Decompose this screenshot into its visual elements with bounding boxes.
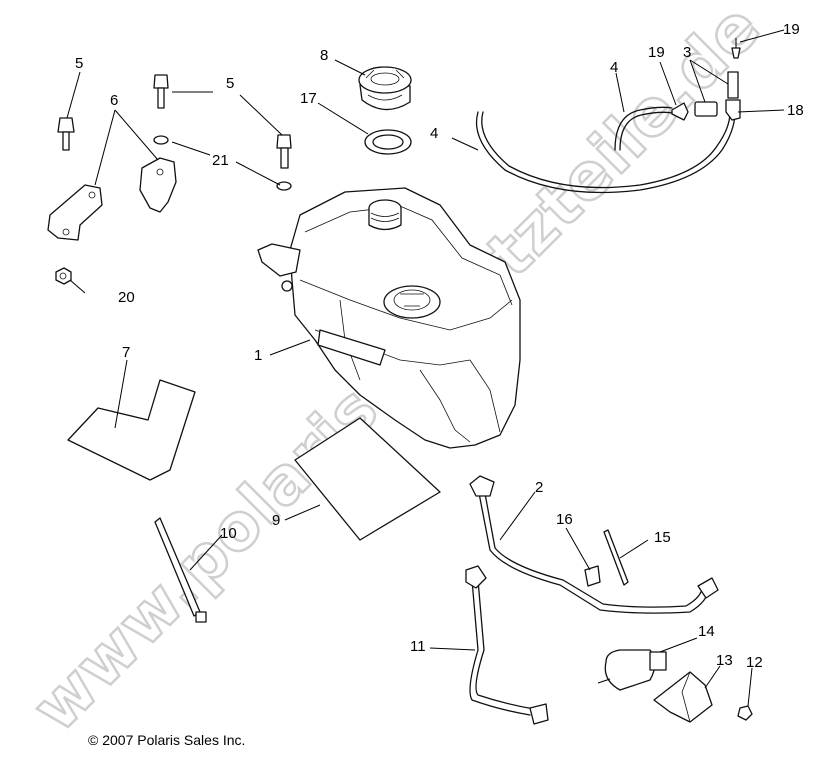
callout-4-hose: 4 (430, 125, 438, 142)
hose-clamp (584, 565, 601, 587)
callout-2: 2 (535, 479, 543, 496)
callout-19-right: 19 (783, 21, 800, 38)
fuel-cap (358, 66, 412, 111)
bolt-right (276, 134, 292, 169)
callout-6: 6 (110, 92, 118, 109)
washers (153, 135, 292, 191)
mount-bracket-left (47, 184, 103, 241)
callout-14: 14 (698, 623, 715, 640)
cable-tie (154, 517, 207, 623)
fuel-filter (597, 649, 667, 691)
cap-gasket (364, 129, 412, 155)
mount-bracket-right (139, 157, 177, 213)
callout-18: 18 (787, 102, 804, 119)
callout-5-right: 5 (226, 75, 234, 92)
tank-pad (294, 417, 441, 541)
vent-fittings (671, 38, 741, 121)
callout-11: 11 (410, 638, 426, 655)
bolt-left (57, 117, 75, 151)
fuel-tank (257, 187, 521, 449)
fuel-line-lower (465, 565, 549, 725)
callout-15: 15 (654, 529, 671, 546)
callout-5-left: 5 (75, 55, 83, 72)
fuel-line-upper (469, 475, 719, 614)
callout-1: 1 (254, 347, 262, 364)
callout-13: 13 (716, 652, 733, 669)
nut (55, 267, 72, 285)
callout-7: 7 (122, 344, 130, 361)
bolt-top (153, 74, 169, 109)
vent-hose (475, 106, 736, 194)
callout-17: 17 (300, 90, 317, 107)
callout-labels: 1 2 3 4 4 5 5 6 7 8 9 10 11 12 13 14 15 … (75, 21, 804, 671)
copyright-notice: © 2007 Polaris Sales Inc. (88, 732, 246, 748)
callout-8: 8 (320, 47, 328, 64)
callout-20: 20 (118, 289, 135, 306)
callout-4-vent: 4 (610, 59, 618, 76)
callout-16: 16 (556, 511, 573, 528)
callout-9: 9 (272, 512, 280, 529)
leader-lines (66, 29, 785, 707)
callout-21: 21 (212, 152, 229, 169)
heat-shield (67, 379, 196, 481)
filter-bracket (653, 671, 713, 723)
callout-19-left: 19 (648, 44, 665, 61)
push-rivet (737, 705, 753, 721)
callout-12: 12 (746, 654, 763, 671)
hose-tie (603, 529, 629, 586)
callout-10: 10 (220, 525, 237, 542)
callout-3: 3 (683, 44, 691, 61)
